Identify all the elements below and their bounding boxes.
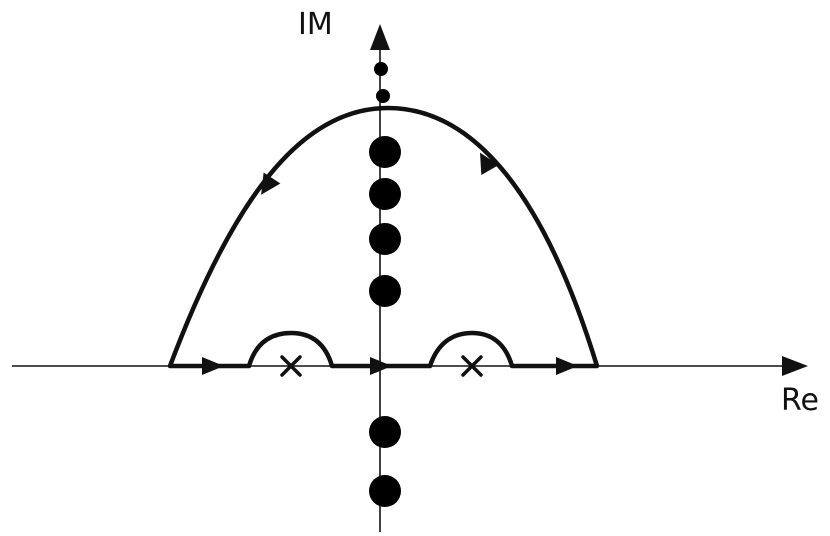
pole-dot xyxy=(374,62,388,76)
imaginary-axis-label: IM xyxy=(298,7,333,42)
pole-dot xyxy=(369,416,401,448)
singularity-right-icon xyxy=(461,355,483,377)
contour-path xyxy=(167,105,600,369)
contour-arrow-upper-right-icon xyxy=(480,152,499,175)
pole-dot xyxy=(369,223,401,255)
imaginary-axis-arrow-icon xyxy=(370,24,390,50)
pole-dot xyxy=(369,475,401,507)
contour-arrow-base-right-icon xyxy=(556,357,578,375)
pole-dot xyxy=(369,275,401,307)
contour-arrow-base-left-icon xyxy=(202,357,224,375)
singularity-left-icon xyxy=(280,355,302,377)
contour-arrow-upper-left-icon xyxy=(261,172,281,195)
pole-dot xyxy=(369,136,401,168)
contour-arrow-base-center-icon xyxy=(370,357,392,375)
pole-dot xyxy=(369,178,401,210)
pole-dot xyxy=(376,89,390,103)
real-axis-label: Re xyxy=(781,383,819,418)
real-axis-arrow-icon xyxy=(782,356,808,376)
